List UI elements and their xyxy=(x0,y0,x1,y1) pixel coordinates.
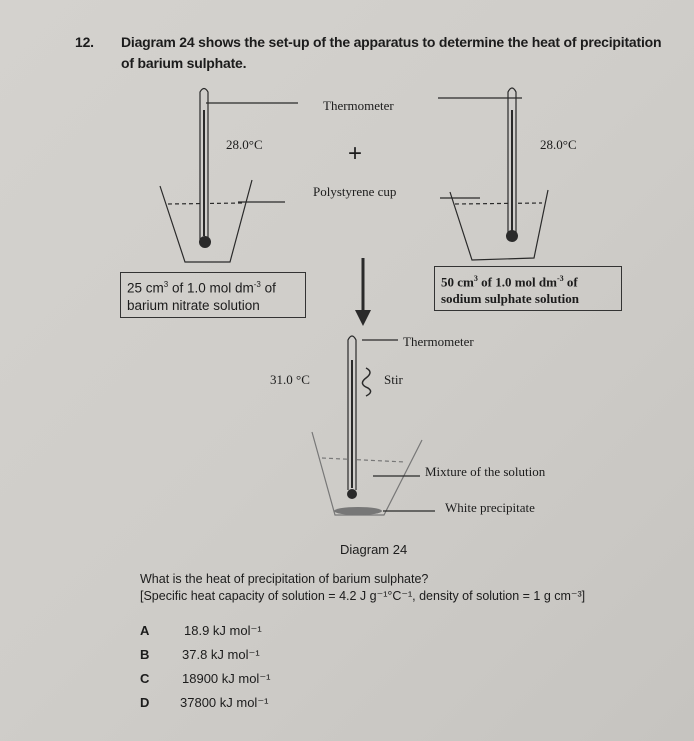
question-number: 12. xyxy=(75,34,94,50)
mix-temperature: 31.0 °C xyxy=(270,372,310,387)
mix-thermometer-label: Thermometer xyxy=(403,334,474,349)
option-c[interactable]: C 18900 kJ mol⁻¹ xyxy=(140,671,271,686)
right-thermometer-bulb xyxy=(506,230,518,242)
right-box-text: of xyxy=(563,274,578,290)
option-b[interactable]: B 37.8 kJ mol⁻¹ xyxy=(140,647,260,662)
plus-sign: + xyxy=(348,140,363,167)
mixture-label: Mixture of the solution xyxy=(425,464,546,479)
left-box-text: of xyxy=(260,280,276,296)
right-box-sup: -3 xyxy=(556,274,564,283)
left-solution-box: 25 cm3 of 1.0 mol dm-3 of barium nitrate… xyxy=(120,272,306,318)
right-polystyrene-cup xyxy=(449,189,549,261)
prompt-line1: What is the heat of precipitation of bar… xyxy=(140,572,429,586)
right-temperature: 28.0°C xyxy=(540,137,577,152)
polystyrene-cup-label: Polystyrene cup xyxy=(313,184,397,199)
left-box-line2: barium nitrate solution xyxy=(127,297,260,313)
stir-icon xyxy=(361,367,372,397)
option-a[interactable]: A 18.9 kJ mol⁻¹ xyxy=(140,623,262,638)
option-letter: D xyxy=(140,695,150,710)
option-text: 18.9 kJ mol⁻¹ xyxy=(184,623,262,638)
right-box-line2: sodium sulphate solution xyxy=(441,291,579,307)
left-polystyrene-cup xyxy=(159,179,253,263)
mixture-polystyrene-cup xyxy=(311,431,423,516)
option-letter: C xyxy=(140,671,150,686)
question-text-line1: Diagram 24 shows the set-up of the appar… xyxy=(121,34,662,50)
mixture-thermometer-bulb xyxy=(347,489,357,499)
right-box-text: 50 cm xyxy=(441,274,474,290)
left-box-sup: 3 xyxy=(163,280,169,289)
option-text: 18900 kJ mol⁻¹ xyxy=(182,671,271,686)
left-temperature: 28.0°C xyxy=(226,137,263,152)
right-box-text: of 1.0 mol dm xyxy=(477,274,557,290)
left-box-text: of 1.0 mol dm xyxy=(168,280,254,296)
option-letter: A xyxy=(140,623,150,638)
stir-label: Stir xyxy=(384,372,403,387)
option-text: 37800 kJ mol⁻¹ xyxy=(180,695,269,710)
prompt-line2: [Specific heat capacity of solution = 4.… xyxy=(140,589,586,603)
right-box-sup: 3 xyxy=(473,274,478,283)
right-solution-box: 50 cm3 of 1.0 mol dm-3 of sodium sulphat… xyxy=(434,266,622,312)
left-box-text: 25 cm xyxy=(127,280,164,296)
white-precipitate xyxy=(334,507,382,515)
diagram-caption: Diagram 24 xyxy=(340,542,408,557)
left-box-sup: -3 xyxy=(253,280,261,289)
precipitate-label: White precipitate xyxy=(445,500,535,515)
left-thermometer-bulb xyxy=(199,236,211,248)
option-text: 37.8 kJ mol⁻¹ xyxy=(182,647,260,662)
option-letter: B xyxy=(140,647,150,662)
question-text-line2: of barium sulphate. xyxy=(121,55,247,71)
thermometer-label: Thermometer xyxy=(323,98,394,113)
arrow-down-icon xyxy=(355,310,371,326)
option-d[interactable]: D 37800 kJ mol⁻¹ xyxy=(140,695,269,710)
